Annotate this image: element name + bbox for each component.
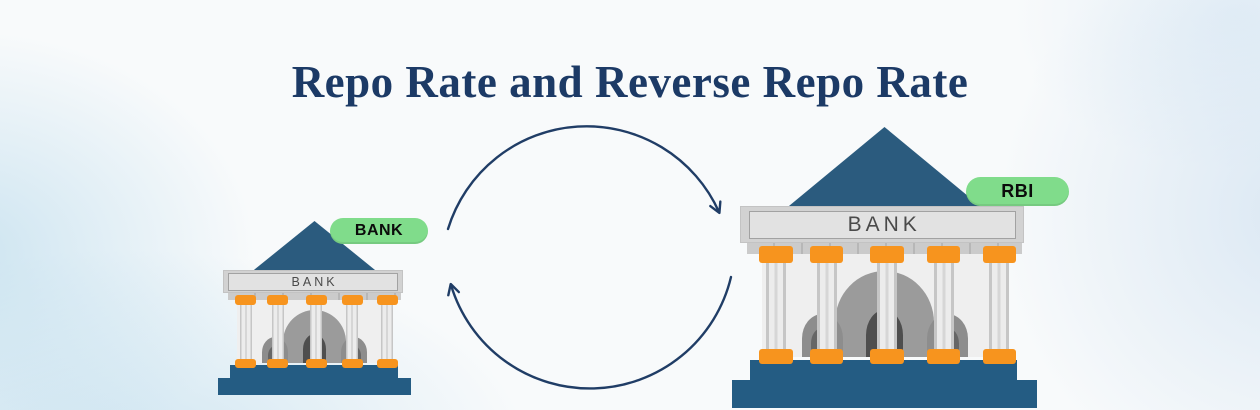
column-capital bbox=[305, 294, 327, 306]
column-capital bbox=[927, 246, 961, 263]
bank-column bbox=[927, 246, 961, 365]
bank-building-icon: BANK bbox=[732, 127, 1037, 408]
bank-entablature: BANK bbox=[739, 206, 1025, 244]
column-base bbox=[305, 358, 327, 369]
column-base bbox=[235, 358, 257, 369]
bank-column bbox=[982, 246, 1016, 365]
bank-column bbox=[235, 294, 257, 369]
bank-column bbox=[870, 246, 904, 365]
rbi-label-badge: RBI bbox=[966, 177, 1069, 206]
bank-label-badge: BANK bbox=[330, 218, 428, 244]
column-shaft bbox=[271, 301, 285, 363]
bank-sign-text: BANK bbox=[847, 212, 921, 236]
column-shaft bbox=[380, 301, 394, 363]
column-capital bbox=[982, 246, 1016, 263]
bank-sign-text: BANK bbox=[291, 274, 338, 289]
bank-column bbox=[305, 294, 327, 369]
curved-arrow-clockwise-bottom-icon bbox=[447, 275, 733, 390]
curved-arrow-clockwise-top-icon bbox=[446, 125, 722, 231]
bank-column bbox=[810, 246, 844, 365]
column-base bbox=[759, 349, 793, 365]
column-shaft bbox=[877, 257, 898, 357]
bank-sign-panel: BANK bbox=[748, 210, 1016, 239]
column-capital bbox=[267, 294, 289, 306]
column-base bbox=[810, 349, 844, 365]
column-capital bbox=[376, 294, 398, 306]
bank-upper-step bbox=[229, 365, 399, 382]
bank-entablature: BANK bbox=[223, 270, 404, 294]
column-base bbox=[341, 358, 363, 369]
column-shaft bbox=[989, 257, 1010, 357]
column-base bbox=[927, 349, 961, 365]
column-capital bbox=[810, 246, 844, 263]
bank-column bbox=[341, 294, 363, 369]
column-shaft bbox=[309, 301, 323, 363]
column-base bbox=[870, 349, 904, 365]
column-base bbox=[982, 349, 1016, 365]
column-capital bbox=[235, 294, 257, 306]
bank-sign-panel: BANK bbox=[228, 272, 398, 291]
column-base bbox=[376, 358, 398, 369]
column-capital bbox=[341, 294, 363, 306]
page-title: Repo Rate and Reverse Repo Rate bbox=[291, 57, 969, 108]
column-shaft bbox=[933, 257, 954, 357]
column-shaft bbox=[766, 257, 787, 357]
column-base bbox=[267, 358, 289, 369]
bank-building-icon: BANK bbox=[218, 221, 411, 395]
bank-column bbox=[267, 294, 289, 369]
bank-column bbox=[759, 246, 793, 365]
column-shaft bbox=[816, 257, 837, 357]
bank-roof bbox=[780, 127, 989, 213]
column-shaft bbox=[239, 301, 253, 363]
bank-column bbox=[376, 294, 398, 369]
column-capital bbox=[759, 246, 793, 263]
column-capital bbox=[870, 246, 904, 263]
bank-lower-step bbox=[732, 380, 1037, 408]
bank-lower-step bbox=[218, 377, 411, 395]
column-shaft bbox=[345, 301, 359, 363]
